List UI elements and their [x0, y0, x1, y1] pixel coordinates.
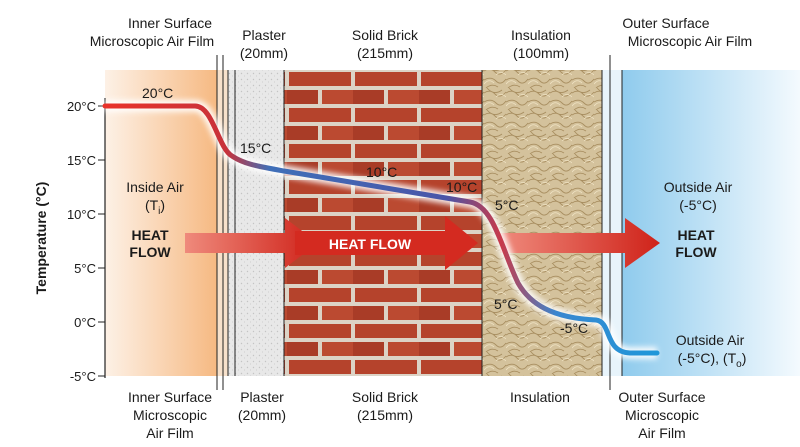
heat-flow-center-label: HEAT FLOW	[329, 236, 412, 252]
tick-label: 0°C	[74, 315, 96, 330]
temperature-profile-line	[102, 103, 660, 356]
heat-flow-arrow-right	[500, 218, 660, 268]
heat-flow-arrow-center: HEAT FLOW	[295, 216, 478, 270]
inside-air-label: Inside Air	[126, 179, 184, 195]
bottom-label-inner-film: Inner Surface	[128, 389, 212, 405]
temp-label-ins-out: -5°C	[560, 320, 588, 336]
tick-label: 10°C	[67, 207, 96, 222]
inside-flow-label: FLOW	[129, 244, 171, 260]
top-label-insulation-2: (100mm)	[513, 45, 569, 61]
inside-heat-label: HEAT	[131, 227, 169, 243]
temp-label-inside: 20°C	[142, 85, 173, 101]
top-label-outer-film: Outer Surface	[622, 15, 709, 31]
bottom-label-brick: Solid Brick	[352, 389, 419, 405]
temp-label-plaster-face: 15°C	[240, 140, 271, 156]
y-axis-label: Temperature (°C)	[33, 182, 49, 295]
outside-air-label: Outside Air	[664, 179, 733, 195]
tick-label: -5°C	[70, 369, 96, 384]
bottom-label-brick-2: (215mm)	[357, 407, 413, 423]
outside-air-region	[622, 70, 800, 376]
bottom-label-inner-film-2: Microscopic	[133, 407, 207, 423]
insulation-layer	[482, 70, 602, 376]
temp-label-ins-top: 5°C	[495, 197, 519, 213]
top-label-inner-film: Inner Surface	[128, 15, 212, 31]
outer-air-film	[602, 70, 622, 376]
temp-label-ins-low: 5°C	[494, 296, 518, 312]
inside-air-symbol: (Ti)	[145, 197, 165, 217]
bottom-label-inner-film-3: Air Film	[146, 425, 193, 441]
top-label-brick: Solid Brick	[352, 27, 419, 43]
outside-flow-label: FLOW	[675, 244, 717, 260]
inside-air-region	[105, 70, 217, 376]
top-label-brick-2: (215mm)	[357, 45, 413, 61]
bottom-label-plaster-2: (20mm)	[238, 407, 286, 423]
top-labels: Inner Surface Microscopic Air Film Plast…	[90, 15, 752, 61]
tick-label: 5°C	[74, 261, 96, 276]
outside-air-bottom-label: Outside Air	[676, 332, 745, 348]
tick-label: 15°C	[67, 153, 96, 168]
temp-label-brick-mid: 10°C	[366, 164, 397, 180]
outside-air-bottom-temp: (-5°C), (To)	[678, 350, 747, 370]
inside-air-labels: Inside Air (Ti) HEAT FLOW	[126, 179, 184, 260]
y-axis: 20°C 15°C 10°C 5°C 0°C -5°C Temperature …	[33, 98, 106, 384]
heat-flow-arrow-left	[185, 218, 318, 268]
outside-heat-label: HEAT	[677, 227, 715, 243]
temp-label-brick-out: 10°C	[446, 179, 477, 195]
bottom-label-outer-film-3: Air Film	[638, 425, 685, 441]
bottom-label-insulation: Insulation	[510, 389, 570, 405]
top-label-inner-film-2: Microscopic Air Film	[90, 33, 214, 49]
top-label-outer-film-2: Microscopic Air Film	[628, 33, 752, 49]
top-label-insulation: Insulation	[511, 27, 571, 43]
bottom-label-outer-film-2: Microscopic	[625, 407, 699, 423]
plaster-layer	[228, 70, 284, 376]
bottom-labels: Inner Surface Microscopic Air Film Plast…	[128, 389, 706, 441]
bottom-label-plaster: Plaster	[240, 389, 284, 405]
tick-label: 20°C	[67, 99, 96, 114]
layer-boundaries	[216, 55, 623, 390]
top-label-plaster: Plaster	[242, 27, 286, 43]
top-label-plaster-2: (20mm)	[240, 45, 288, 61]
outside-air-labels: Outside Air (-5°C) HEAT FLOW Outside Air…	[664, 179, 747, 370]
bottom-label-outer-film: Outer Surface	[618, 389, 705, 405]
outside-air-temp: (-5°C)	[679, 197, 716, 213]
